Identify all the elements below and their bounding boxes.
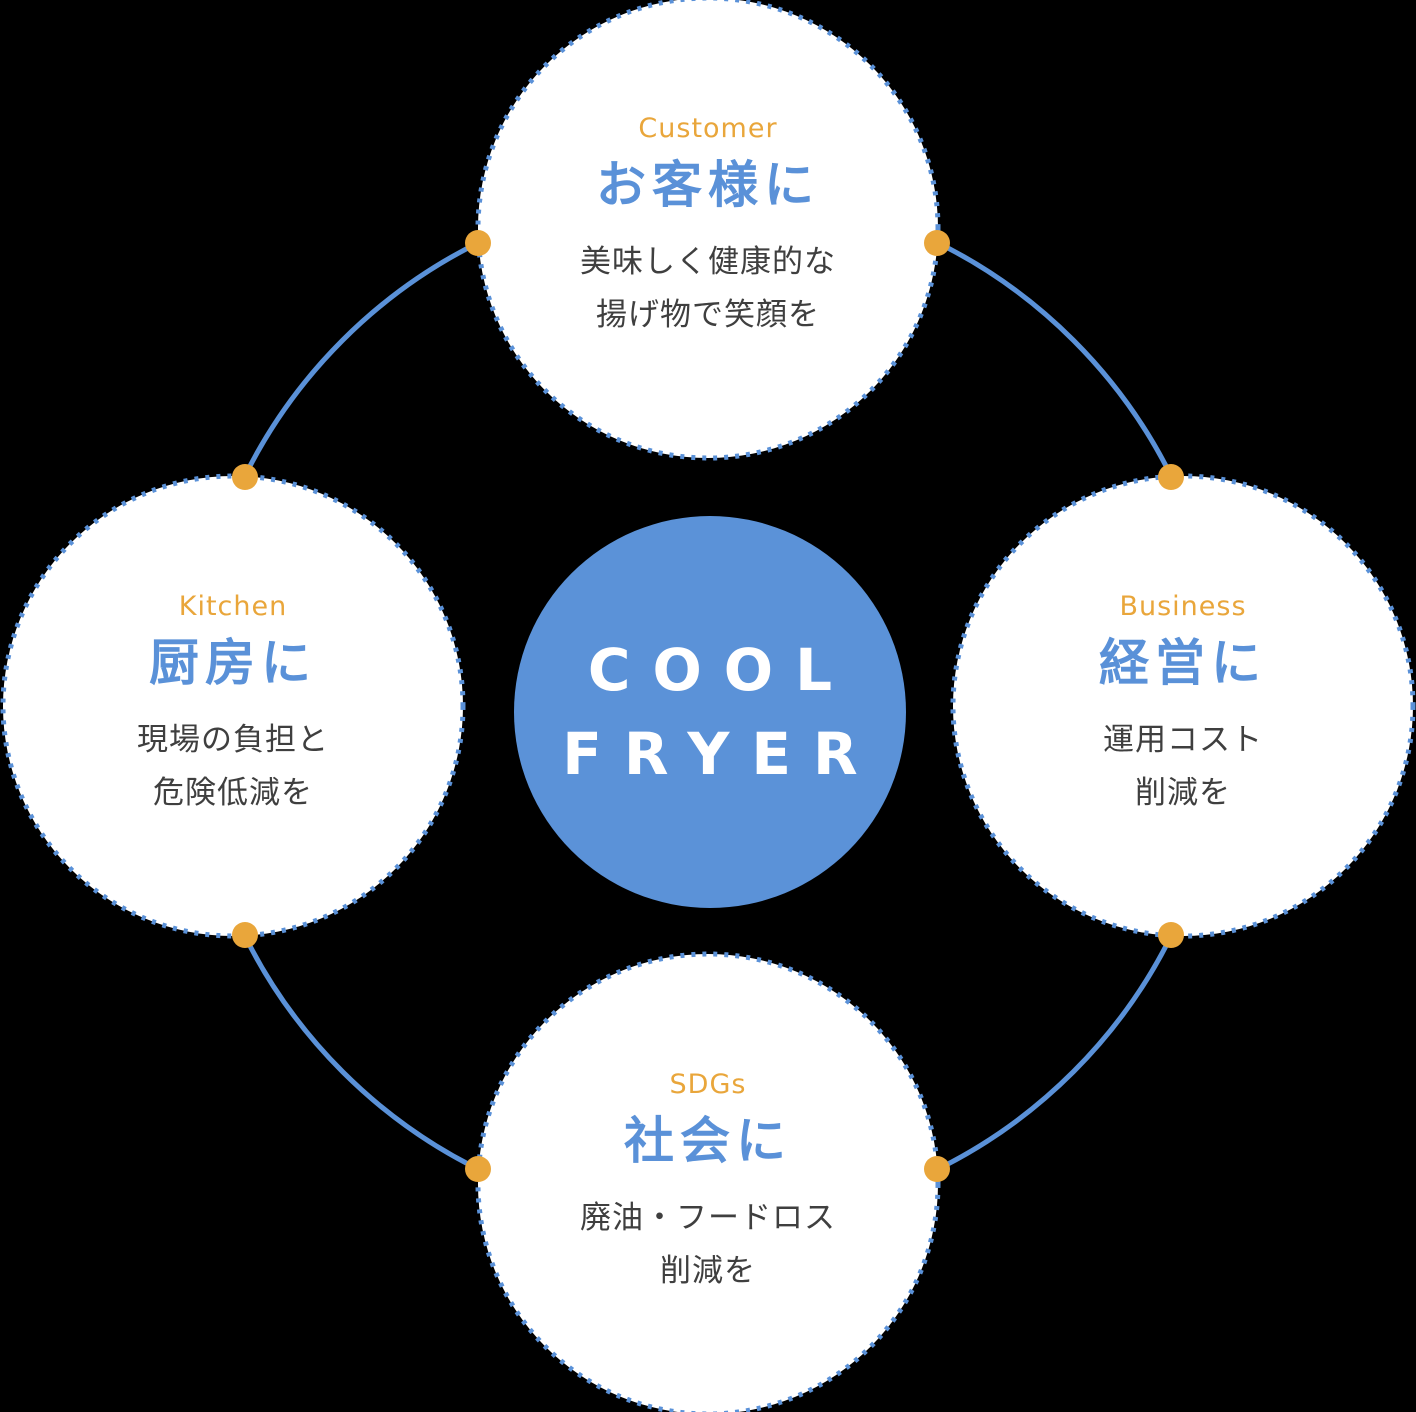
node-sdgs-label: SDGs xyxy=(669,1068,747,1100)
connector-dot-bottom-right xyxy=(924,1156,950,1182)
node-circle-sdgs xyxy=(475,951,941,1412)
node-sdgs-body: 廃油・フードロス 削減を xyxy=(493,1192,923,1297)
node-kitchen-body: 現場の負担と 危険低減を xyxy=(18,714,448,819)
connector-dot-top-right xyxy=(924,230,950,256)
center-title: COOL FRYER xyxy=(540,628,879,796)
center-title-line2: FRYER xyxy=(562,720,880,788)
node-customer-body-line1: 美味しく健康的な xyxy=(580,243,836,280)
node-sdgs: SDGs 社会に 廃油・フードロス 削減を xyxy=(493,1071,923,1297)
center-title-line1: COOL xyxy=(587,635,855,704)
node-customer-body: 美味しく健康的な 揚げ物で笑顔を xyxy=(493,236,923,341)
connector-dot-left-bottom xyxy=(232,922,258,948)
node-business-title: 経営に xyxy=(1099,633,1267,692)
node-customer: Customer お客様に 美味しく健康的な 揚げ物で笑顔を xyxy=(493,115,923,341)
node-kitchen: Kitchen 厨房に 現場の負担と 危険低減を xyxy=(18,593,448,819)
connector-dot-top-left xyxy=(465,230,491,256)
node-kitchen-body-line2: 危険低減を xyxy=(153,774,313,811)
connector-dot-left-top xyxy=(232,464,258,490)
node-business: Business 経営に 運用コスト 削減を xyxy=(968,593,1398,819)
node-sdgs-body-line1: 廃油・フードロス xyxy=(580,1199,836,1236)
node-circle-kitchen xyxy=(0,473,466,939)
node-sdgs-title: 社会に xyxy=(624,1111,792,1170)
node-business-body: 運用コスト 削減を xyxy=(968,714,1398,819)
node-business-body-line1: 運用コスト xyxy=(1103,721,1263,758)
connector-dot-right-top xyxy=(1158,464,1184,490)
node-customer-title: お客様に xyxy=(596,155,820,214)
node-kitchen-title: 厨房に xyxy=(149,633,317,692)
node-business-label: Business xyxy=(1119,590,1247,622)
connector-dot-right-bottom xyxy=(1158,922,1184,948)
node-customer-label: Customer xyxy=(638,112,778,144)
center-circle xyxy=(514,516,906,908)
node-circle-business xyxy=(950,473,1416,939)
node-circle-customer xyxy=(475,0,941,461)
node-kitchen-label: Kitchen xyxy=(178,590,288,622)
node-kitchen-body-line1: 現場の負担と xyxy=(137,721,329,758)
node-business-body-line2: 削減を xyxy=(1135,774,1231,811)
node-sdgs-body-line2: 削減を xyxy=(660,1252,756,1289)
connector-dot-bottom-left xyxy=(465,1156,491,1182)
node-customer-body-line2: 揚げ物で笑顔を xyxy=(596,296,820,333)
